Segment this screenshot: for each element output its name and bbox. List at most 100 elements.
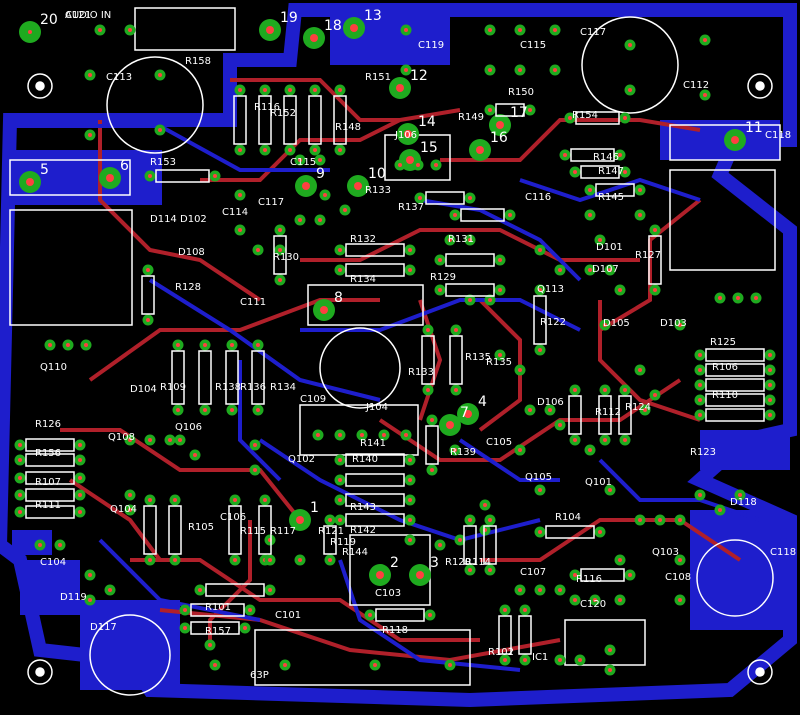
pad-hole	[573, 573, 577, 577]
pad-hole	[523, 658, 527, 662]
pad-hole	[446, 421, 454, 429]
pad-hole	[608, 488, 612, 492]
designator-label: D114	[150, 214, 177, 225]
pad-hole	[108, 588, 112, 592]
designator-label: C108	[665, 572, 691, 583]
pad-hole	[338, 458, 342, 462]
pad-hole	[18, 458, 22, 462]
designator-label: R116	[254, 102, 280, 113]
pad-hole	[496, 121, 504, 129]
resistor-body	[345, 263, 405, 277]
designator-label: R148	[335, 122, 361, 133]
pad-hole	[603, 323, 607, 327]
pad-hole	[288, 148, 292, 152]
designator-label: R143	[350, 502, 376, 513]
resistor-body	[533, 295, 547, 345]
designator-label: R117	[270, 526, 296, 537]
resistor-body	[25, 438, 75, 452]
pad-hole	[488, 28, 492, 32]
pad-hole	[623, 170, 627, 174]
pad-number-label: 14	[418, 114, 436, 130]
pad-hole	[453, 448, 457, 452]
pad-hole	[320, 306, 328, 314]
designator-label: R129	[430, 272, 456, 283]
designator-label: R147	[598, 166, 624, 177]
pad-hole	[573, 170, 577, 174]
pad-hole	[278, 278, 282, 282]
pad-number-label: 19	[280, 10, 298, 26]
designator-label: R138	[215, 382, 241, 393]
designator-label: R112	[595, 407, 621, 418]
pad-hole	[488, 298, 492, 302]
designator-label: R130	[273, 252, 299, 263]
pad-hole	[658, 518, 662, 522]
pad-hole	[148, 498, 152, 502]
resistor-body	[570, 148, 615, 162]
pad-hole	[323, 193, 327, 197]
pad-hole	[623, 116, 627, 120]
designator-label: C111	[240, 297, 266, 308]
designator-label: R145	[598, 192, 624, 203]
pad-hole	[638, 368, 642, 372]
designator-label: J106	[394, 130, 417, 141]
pad-hole	[18, 493, 22, 497]
designator-label: Q108	[108, 432, 135, 443]
pad-hole	[438, 288, 442, 292]
pad-hole	[678, 518, 682, 522]
pad-hole	[573, 438, 577, 442]
pad-number-label: 9	[316, 166, 325, 182]
pad-hole	[731, 136, 739, 144]
pad-hole	[698, 413, 702, 417]
designator-label: R140	[352, 454, 378, 465]
designator-label: C116	[525, 192, 551, 203]
resistor-body	[705, 393, 765, 407]
designator-label: Q105	[525, 472, 552, 483]
pad-hole	[173, 498, 177, 502]
pad-hole	[698, 398, 702, 402]
pad-hole	[78, 476, 82, 480]
resistor-body	[308, 95, 322, 145]
pad-hole	[88, 73, 92, 77]
designator-label: R111	[35, 500, 61, 511]
designator-labels: C121R158C119R151R150C115C117C112C113R116…	[35, 10, 796, 681]
designator-label: R156	[35, 448, 61, 459]
designator-label: IC1	[532, 652, 548, 663]
pad-number-label: 12	[410, 68, 428, 84]
pad-hole	[298, 218, 302, 222]
designator-label: C101	[275, 610, 301, 621]
designator-label: R118	[382, 625, 408, 636]
pad-hole	[318, 218, 322, 222]
pad-hole	[718, 508, 722, 512]
pad-hole	[573, 388, 577, 392]
pad-hole	[38, 543, 42, 547]
resistor-body	[190, 603, 245, 617]
pad-hole	[488, 68, 492, 72]
designator-label: R134	[270, 382, 296, 393]
pad-hole	[278, 228, 282, 232]
resistor-body	[345, 453, 405, 467]
designator-label: C120	[580, 599, 606, 610]
designator-label: C119	[418, 40, 444, 51]
pad-hole	[354, 182, 362, 190]
pad-hole	[538, 248, 542, 252]
pad-hole	[253, 443, 257, 447]
pad-hole	[483, 503, 487, 507]
resistor-body	[705, 348, 765, 362]
pad-hole	[468, 298, 472, 302]
pad-hole	[426, 328, 430, 332]
designator-label: R104	[555, 512, 581, 523]
pad-hole	[454, 388, 458, 392]
designator-label: R146	[593, 152, 619, 163]
pad-hole	[28, 30, 32, 34]
pad-hole	[588, 213, 592, 217]
pad-hole	[603, 438, 607, 442]
pad-hole	[376, 571, 384, 579]
pad-hole	[488, 568, 492, 572]
designator-label: R124	[625, 402, 651, 413]
pad-hole	[338, 433, 342, 437]
resistor-body	[198, 350, 212, 405]
pad-hole	[128, 508, 132, 512]
pad-hole	[318, 158, 322, 162]
